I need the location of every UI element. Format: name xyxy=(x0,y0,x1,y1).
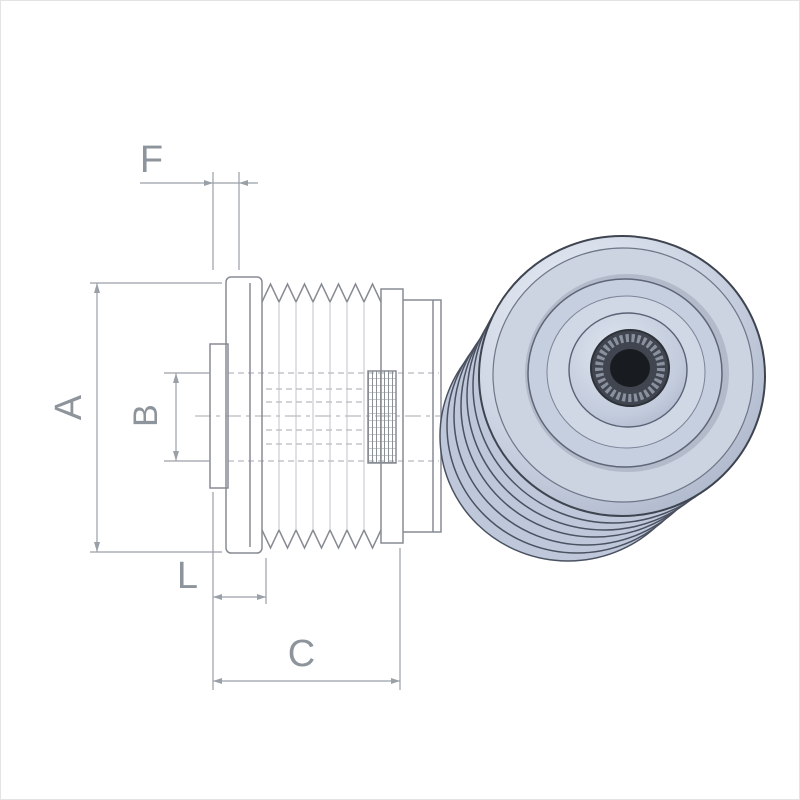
side-view-drawing: F A B L C xyxy=(48,139,452,690)
render-spline-teeth xyxy=(595,334,665,402)
dim-label-C: C xyxy=(288,633,316,675)
dimension-labels: F A B L C xyxy=(48,139,316,675)
dim-label-A: A xyxy=(48,394,90,420)
hub xyxy=(209,343,229,489)
part-outline xyxy=(209,276,442,554)
dimension-L xyxy=(212,492,267,690)
hidden-lines xyxy=(228,372,439,462)
groove-profile-bottom xyxy=(261,528,382,550)
dimension-lines xyxy=(90,172,401,690)
dimension-A xyxy=(90,282,222,553)
dimension-C xyxy=(213,548,401,690)
dimension-F xyxy=(140,172,258,270)
groove-profile-top xyxy=(261,282,382,304)
dim-label-B: B xyxy=(127,403,165,427)
left-flange xyxy=(225,276,263,554)
groove-flanks xyxy=(278,302,365,530)
pulley-3d-render xyxy=(439,235,766,562)
render-bore-hole xyxy=(610,349,650,387)
spline-knurl xyxy=(367,370,397,464)
dimension-B xyxy=(164,372,210,462)
dim-label-F: F xyxy=(140,139,164,181)
dim-label-L: L xyxy=(177,555,199,597)
dimension-arrows xyxy=(94,180,400,684)
